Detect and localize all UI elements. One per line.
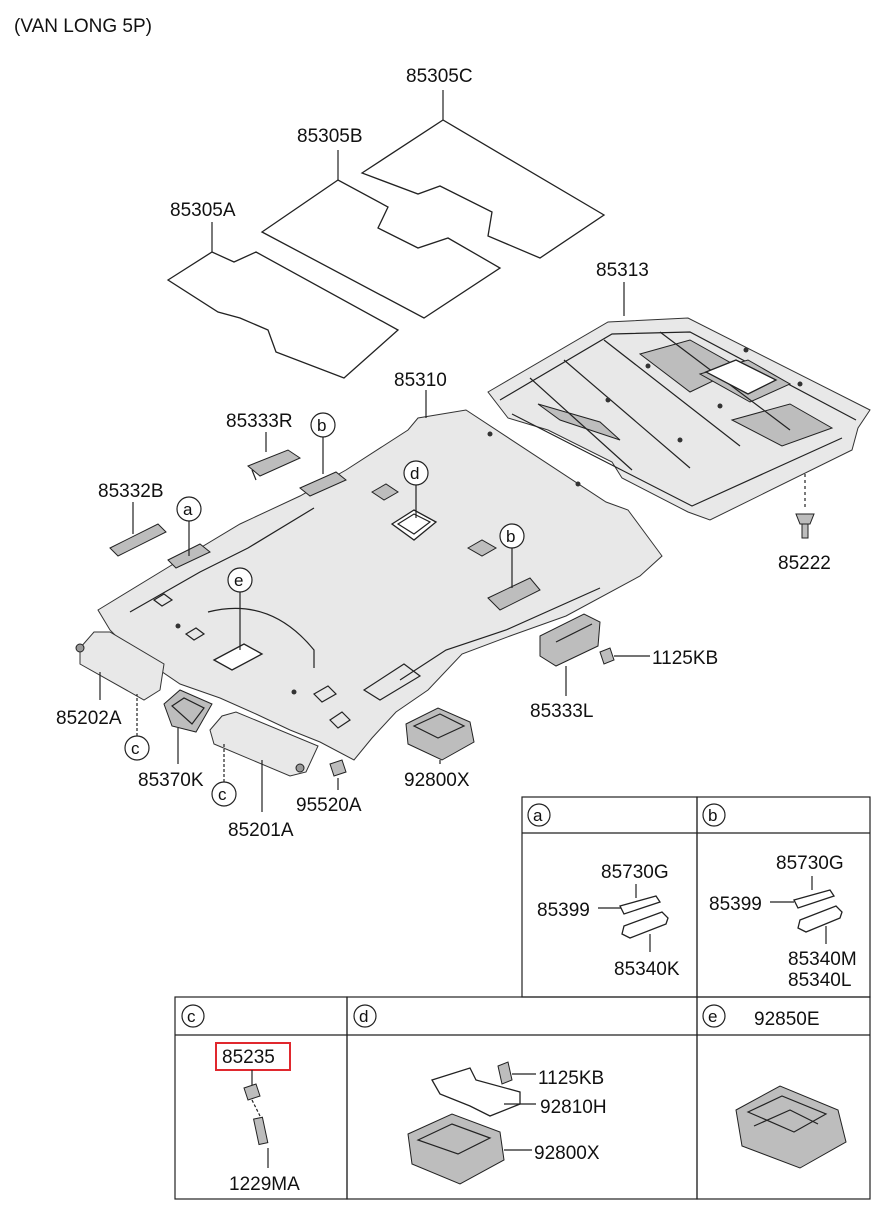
callout-d-top: d	[403, 460, 429, 518]
detail-b-label-85340l: 85340L	[788, 970, 851, 991]
label-85305c: 85305C	[406, 66, 473, 87]
detail-d-label-92810h: 92810H	[540, 1097, 607, 1118]
svg-text:d: d	[410, 464, 419, 483]
svg-text:c: c	[131, 739, 140, 758]
highlight-85235	[215, 1042, 291, 1071]
svg-text:a: a	[183, 500, 193, 519]
callout-e-top: e	[227, 567, 253, 650]
bracket-85333l: 85333L 1125KB	[530, 613, 718, 722]
label-85310: 85310	[394, 370, 447, 391]
bracket-85333r: 85333R	[226, 411, 302, 481]
detail-b-box: b 85730G 85399 85340M 85340L	[696, 796, 871, 998]
label-85305b: 85305B	[297, 126, 363, 147]
detail-a-letter: a	[533, 806, 543, 825]
label-85332b: 85332B	[98, 481, 164, 502]
label-85313: 85313	[596, 260, 649, 281]
detail-c-label-85235: 85235	[222, 1047, 275, 1068]
callout-c-right: c	[211, 742, 237, 807]
label-1125kb: 1125KB	[652, 648, 718, 669]
svg-text:b: b	[506, 527, 515, 546]
label-85333r: 85333R	[226, 411, 293, 432]
detail-e-label-92850e: 92850E	[754, 1009, 820, 1030]
label-85222: 85222	[778, 553, 831, 574]
detail-b-label-85399: 85399	[709, 894, 762, 915]
roof-frame-85313: 85313	[487, 260, 871, 521]
pad-85305b: 85305B	[260, 126, 502, 319]
detail-b-label-85340m: 85340M	[788, 949, 857, 970]
detail-c-label-1229ma: 1229MA	[229, 1174, 300, 1195]
detail-a-label-85399: 85399	[537, 900, 590, 921]
label-95520a: 95520A	[296, 795, 362, 816]
detail-c-box: c 85235 1229MA	[174, 996, 348, 1200]
detail-d-label-92800x: 92800X	[534, 1143, 600, 1164]
label-85201a: 85201A	[228, 820, 294, 841]
clip-85222: 85222	[778, 474, 831, 574]
detail-a-box: a 85730G 85399 85340K	[521, 796, 698, 998]
detail-a-label-85730g: 85730G	[601, 862, 669, 883]
map-lamp-92800x: 92800X	[404, 707, 475, 791]
svg-text:b: b	[317, 416, 326, 435]
label-92800x: 92800X	[404, 770, 470, 791]
detail-d-box: d 1125KB 92810H 92800X	[346, 996, 698, 1200]
headliner-85310: 85310	[97, 370, 663, 761]
callout-b-right: b	[499, 523, 525, 588]
label-85370k: 85370K	[138, 770, 204, 791]
pad-85305a: 85305A	[166, 200, 400, 379]
detail-e-letter: e	[708, 1007, 717, 1026]
detail-b-label-85730g: 85730G	[776, 853, 844, 874]
callout-a-top: a	[176, 496, 202, 556]
detail-a-label-85340k: 85340K	[614, 959, 680, 980]
pad-85305c: 85305C	[360, 66, 606, 259]
lamp-85370k: 85370K	[138, 689, 213, 791]
clip-95520a: 95520A	[296, 759, 362, 816]
bracket-85332b: 85332B	[98, 481, 167, 557]
label-85202a: 85202A	[56, 708, 122, 729]
callout-b-top: b	[310, 412, 336, 474]
label-85305a: 85305A	[170, 200, 236, 221]
sunvisor-85202a: 85202A	[56, 631, 165, 729]
diagram-title: (VAN LONG 5P)	[14, 16, 152, 37]
detail-d-letter: d	[359, 1007, 368, 1026]
callout-c-left: c	[124, 694, 150, 761]
svg-text:c: c	[218, 785, 227, 804]
label-85333l: 85333L	[530, 701, 593, 722]
detail-e-box: e 92850E	[696, 996, 871, 1200]
svg-text:e: e	[234, 571, 243, 590]
sunvisor-85201a: 85201A	[209, 711, 319, 841]
detail-b-letter: b	[708, 806, 717, 825]
detail-c-letter: c	[187, 1007, 196, 1026]
detail-d-label-1125kb: 1125KB	[538, 1068, 604, 1089]
